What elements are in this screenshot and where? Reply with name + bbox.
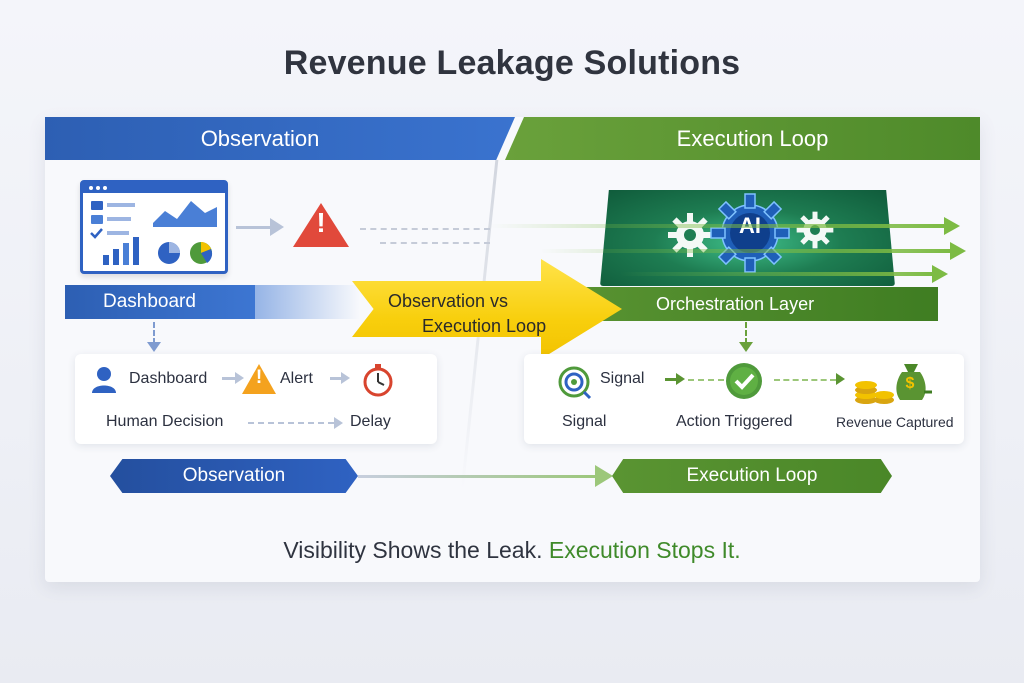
arrow-right-icon [665, 378, 677, 381]
dashed-connector [688, 379, 724, 381]
green-ray [490, 224, 945, 228]
flow-delay-label: Delay [350, 413, 391, 430]
ray-arrow-head-icon [932, 265, 948, 283]
dashed-connector [774, 379, 836, 381]
ray-arrow-head-icon [950, 242, 966, 260]
ray-arrow-head-icon [944, 217, 960, 235]
tagline-part2: Execution Stops It. [548, 537, 741, 563]
dashboard-monitor-icon [80, 180, 228, 274]
money-bag-coins-icon [855, 364, 932, 404]
observation-pill: Observation [110, 459, 358, 493]
arrow-head-icon [836, 373, 845, 385]
flow-human-decision-label: Human Decision [106, 413, 224, 430]
arrow-head-icon [334, 417, 343, 429]
alert-warning-icon [293, 203, 349, 247]
alert-exclamation-small-icon: ! [255, 367, 263, 388]
arrow-head-icon [595, 465, 613, 487]
arrow-right-icon [330, 377, 342, 380]
arrow-head-icon [270, 218, 284, 236]
flow-dashboard-label: Dashboard [129, 370, 208, 387]
person-icon [92, 367, 116, 393]
dashed-down-connector [153, 322, 155, 344]
checkmark-icon [726, 363, 762, 399]
stopwatch-icon [363, 364, 393, 397]
arrow-head-icon [341, 372, 350, 384]
alert-warning-small-icon [242, 364, 276, 394]
dashed-down-connector [745, 322, 747, 344]
green-ray [620, 272, 932, 276]
down-arrow-icon [739, 342, 753, 352]
down-arrow-icon [147, 342, 161, 352]
dashed-connector [248, 422, 334, 424]
dashboard-bar-fade [250, 285, 360, 319]
green-ray [540, 249, 950, 253]
execution-loop-pill: Execution Loop [612, 459, 892, 493]
signal-target-icon [558, 366, 592, 400]
flow-alert-label: Alert [280, 370, 313, 387]
header-execution-loop: Execution Loop [505, 117, 980, 160]
bottom-connector [358, 475, 598, 478]
dashed-connector [360, 228, 490, 230]
arrow-head-icon [676, 373, 685, 385]
header-observation: Observation [45, 117, 515, 160]
alert-exclamation-icon: ! [316, 207, 326, 238]
arrow-dashboard-to-alert [236, 226, 272, 229]
arrow-right-icon [222, 377, 236, 380]
flow-action-triggered-label: Action Triggered [676, 413, 793, 430]
arrow-head-icon [235, 372, 244, 384]
page-title: Revenue Leakage Solutions [283, 44, 741, 82]
money-symbol: $ [905, 375, 915, 392]
comparison-arrow-line2: Execution Loop [422, 316, 547, 336]
dashed-connector [380, 242, 490, 244]
flow-signal-icon-label: Signal [600, 370, 645, 387]
tagline: Visibility Shows the Leak. Execution Sto… [0, 537, 1024, 564]
gear-right-icon [796, 211, 834, 249]
dashboard-bar: Dashboard [65, 285, 255, 319]
comparison-arrow-line1: Observation vs [388, 291, 509, 311]
flow-revenue-captured-label: Revenue Captured [836, 414, 954, 430]
flow-signal-label: Signal [562, 413, 607, 430]
tagline-part1: Visibility Shows the Leak. [283, 537, 543, 563]
